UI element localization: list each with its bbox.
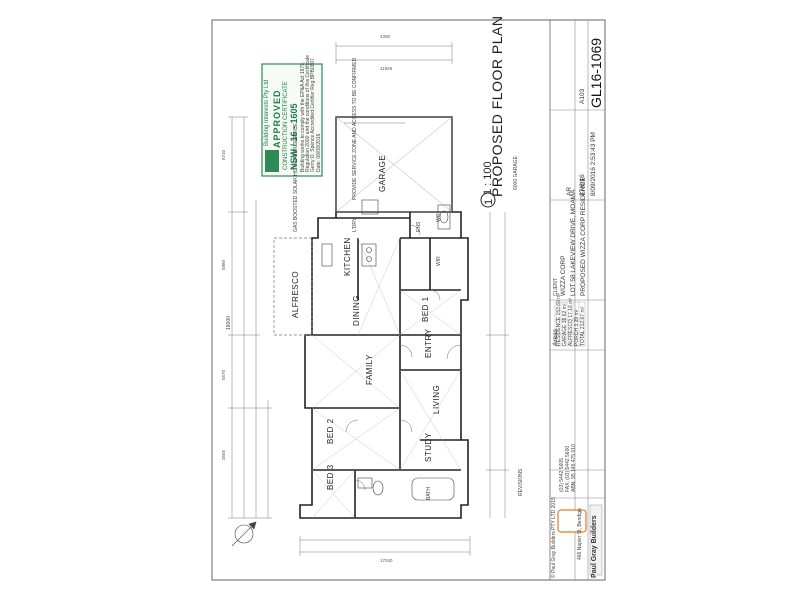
svg-text:3565: 3565 <box>221 449 226 460</box>
drawing-scale: 1 : 100 <box>482 161 494 195</box>
room-bed1: BED 1 <box>421 296 430 322</box>
room-entry: ENTRY <box>424 328 433 358</box>
room-family: FAMILY <box>365 354 374 385</box>
svg-text:4300: 4300 <box>380 34 391 39</box>
plan-number-circle <box>480 192 496 208</box>
builder-logo-band <box>589 504 603 576</box>
svg-text:8710: 8710 <box>221 149 226 160</box>
svg-text:5570: 5570 <box>221 369 226 380</box>
garage-outline <box>335 116 453 213</box>
svg-text:17040: 17040 <box>380 558 393 563</box>
revisions-label: REVISIONS <box>518 468 524 496</box>
note-garage-dim: 6000 GARAGE <box>513 156 519 190</box>
room-wir: WIR <box>436 256 442 266</box>
site-address: LOT 58 LAKEVIEW DRIVE, MOAMA <box>570 189 577 296</box>
client-name: WIZZA CORP <box>560 255 567 296</box>
note-service-zone: PROVIDE SERVICE ZONE AND ACCESS TO BE CO… <box>352 57 358 200</box>
room-bed2: BED 2 <box>326 418 335 444</box>
project-name: PROPOSED WIZZA CORP RESIDENCE <box>580 177 587 296</box>
pgb-logo-icon <box>557 509 587 533</box>
room-dining: DINING <box>352 295 361 326</box>
north-arrow <box>231 521 257 547</box>
room-study: STUDY <box>424 432 433 462</box>
svg-text:11925: 11925 <box>380 66 393 71</box>
room-alfresco: ALFRESCO <box>291 270 300 318</box>
plan-number: 1 <box>483 198 495 205</box>
dimension-lines <box>228 42 509 556</box>
room-bath: BATH <box>426 487 432 500</box>
builder-abn: ABN: 95 145 475 010 <box>571 444 577 492</box>
stamp-approved: APPROVED <box>272 89 282 148</box>
house-walls <box>299 211 469 519</box>
room-wc: WC <box>436 213 442 222</box>
room-garage: GARAGE <box>378 154 387 192</box>
overall-dimension: 16000 <box>226 316 232 330</box>
room-living: LIVING <box>432 384 441 414</box>
area-row-5: TOTAL 212.67 m² <box>580 306 586 346</box>
areas-table <box>554 301 586 347</box>
note-hot-water: GAS BOOSTED SOLAR HOT WATER SERVICE <box>293 123 299 232</box>
room-diagonals <box>311 237 462 519</box>
svg-text:5880: 5880 <box>221 259 226 270</box>
builder-address: 466 Napier St, Bendigo <box>577 508 583 560</box>
door-swings <box>345 224 462 491</box>
copyright: © Paul Gray Builders PTY LTD 2015 <box>551 497 557 578</box>
stamp-company: Building Interests Pty Ltd <box>264 79 270 146</box>
stamp-date: Date: 09/09/2016 <box>316 133 322 172</box>
revision-code: A103 <box>579 88 586 104</box>
room-bed3: BED 3 <box>326 464 335 490</box>
alfresco-outline <box>273 237 313 336</box>
fixtures <box>321 199 455 501</box>
room-ens: ENS <box>416 221 422 232</box>
builder-name: Paul Gray Builders <box>591 515 598 578</box>
job-number: GL16-1069 <box>588 37 604 108</box>
room-kitchen: KITCHEN <box>343 237 352 276</box>
room-laundry: L'DRY <box>352 217 358 232</box>
certifier-logo-icon <box>265 150 279 172</box>
dimension-figures: 8710 5880 5570 3565 4300 11925 17040 <box>221 34 393 563</box>
plot-date-time: 8/09/2016 2:53:43 PM <box>590 132 597 196</box>
